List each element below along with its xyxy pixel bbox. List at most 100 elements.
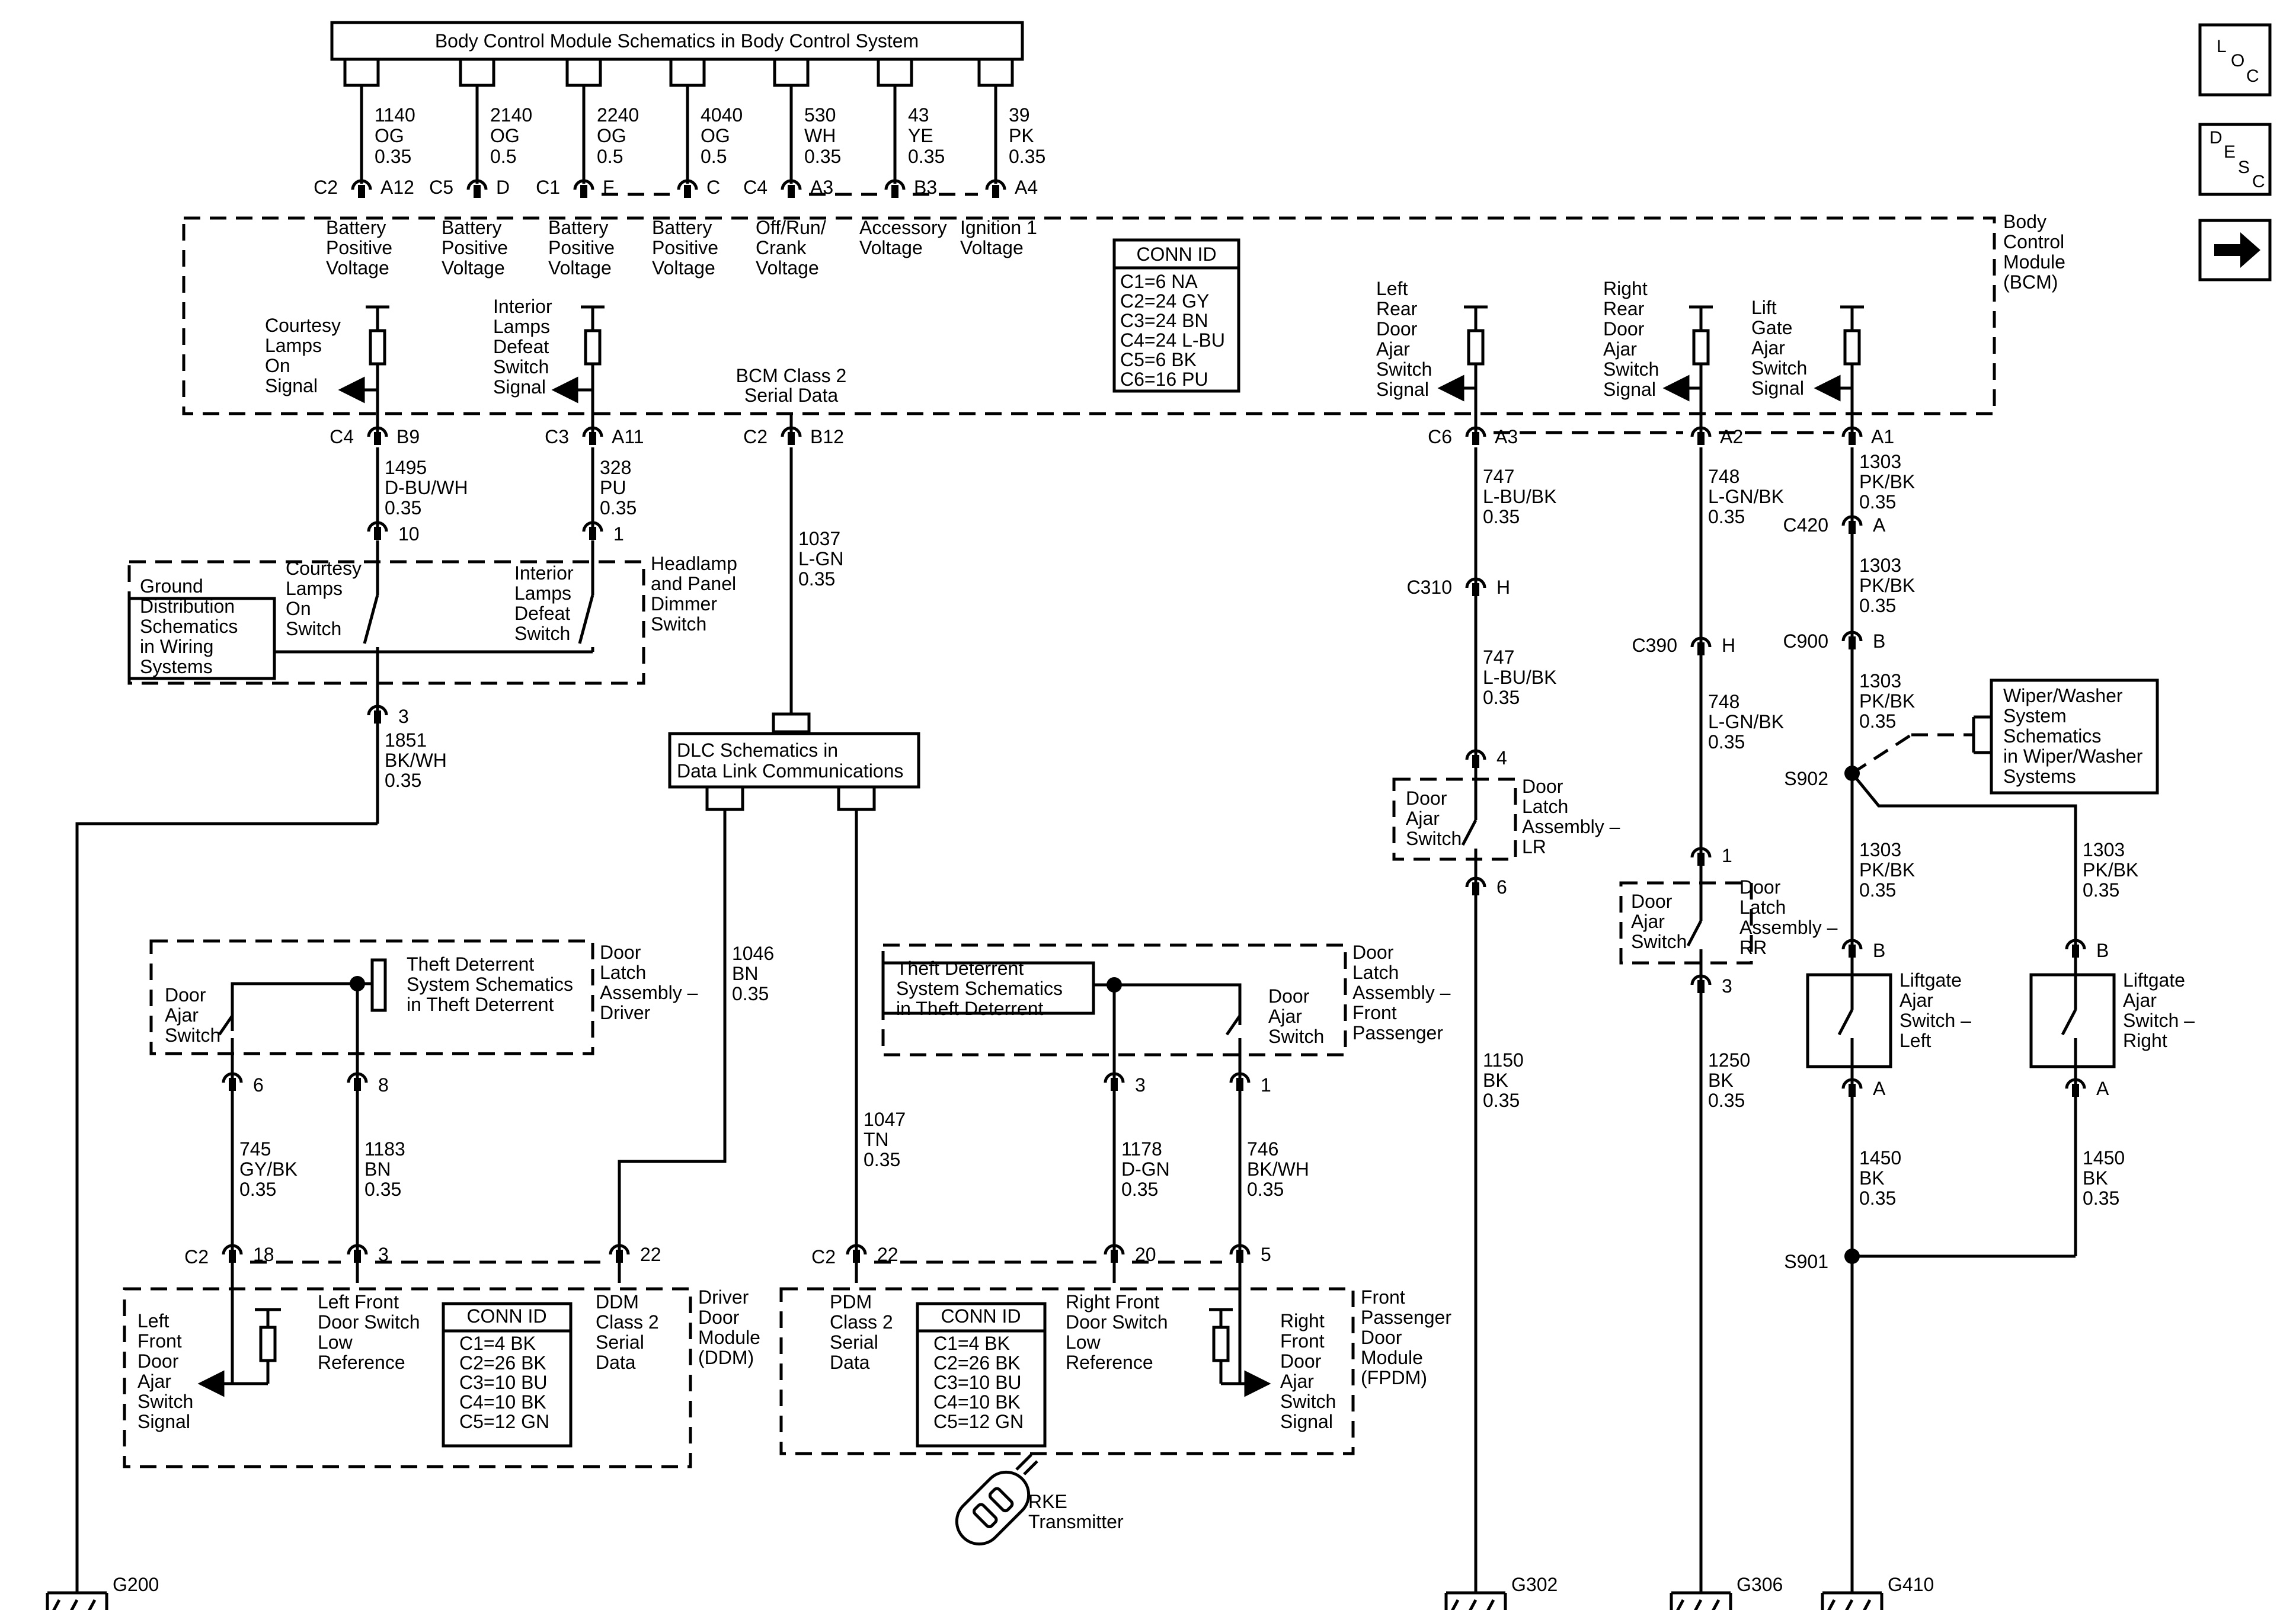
fpdm-rf-signal-label: Ajar	[1280, 1371, 1314, 1392]
fpdm-box	[779, 1287, 1355, 1455]
connector-pin	[1697, 853, 1705, 866]
ddm-conn-id-entry: C5=12 GN	[459, 1411, 549, 1432]
resistor	[369, 329, 386, 366]
pin-id: C	[706, 177, 720, 198]
wire-label: GY/BK	[239, 1158, 298, 1180]
driver-switch-label: Door	[165, 984, 206, 1006]
header-pin-box	[459, 57, 495, 87]
wire-label: 0.35	[2083, 879, 2119, 901]
header-pin-box	[977, 57, 1014, 87]
driver-switch-label: Switch	[165, 1025, 220, 1046]
wiper-ref-label: Wiper/Washer	[2003, 685, 2123, 706]
liftgate-right-switch-box	[2029, 973, 2116, 1068]
fpdm-conn-id-entry: C2=26 BK	[933, 1352, 1021, 1374]
wire-label: BK	[2083, 1167, 2108, 1189]
wire-label: 0.35	[1859, 1188, 1896, 1209]
wire-label: L-GN/BK	[1708, 711, 1784, 732]
bcm-input-function: Off/Run/	[756, 217, 826, 238]
lr-switch-label: Ajar	[1406, 808, 1440, 829]
pin-id: A2	[1720, 426, 1743, 447]
bcm-conn-id-entry: C3=24 BN	[1120, 310, 1208, 331]
wire-label: 0.35	[1859, 595, 1896, 616]
fpdm-name: Module	[1361, 1347, 1423, 1368]
wire-color: PK	[1009, 125, 1034, 146]
rr-latch-name: Door	[1739, 876, 1781, 898]
ground-hatch	[1694, 1599, 1703, 1610]
ground-ref-label: Distribution	[140, 596, 235, 617]
lr-switch-label: Door	[1406, 788, 1447, 809]
pin-id: A11	[612, 426, 644, 447]
theft-ref-bracket	[370, 958, 387, 1012]
wire-label: 747	[1483, 466, 1514, 487]
connector-pin	[374, 432, 381, 445]
bcm-connector-symbol	[781, 179, 802, 190]
bcm-input-function: Voltage	[652, 257, 715, 279]
ddm-name: Module	[698, 1327, 760, 1348]
dlc-pin-box	[837, 785, 876, 811]
connector-pin	[474, 185, 481, 198]
courtesy-signal-label: Signal	[265, 375, 318, 396]
wiper-ref-label: in Wiper/Washer	[2003, 745, 2143, 767]
pin-id: B9	[396, 426, 420, 447]
connector-id: C390	[1632, 635, 1678, 656]
bcm-conn-id-entry: C6=16 PU	[1120, 369, 1208, 390]
header-pin-box	[565, 57, 602, 87]
wire-1303	[1851, 772, 2077, 945]
wire-label: 1178	[1121, 1138, 1162, 1160]
ddm-conn-id-entry: C4=10 BK	[459, 1391, 546, 1413]
interior-signal-label: Signal	[493, 376, 546, 398]
connector-pin	[2072, 945, 2079, 958]
bcm-connector-symbol	[1841, 426, 1863, 437]
loc-letter: L	[2217, 37, 2227, 56]
wire-label: L-BU/BK	[1483, 486, 1556, 507]
rr-latch-name: RR	[1739, 937, 1767, 958]
driver-latch-name: Latch	[600, 962, 646, 983]
connector-symbol	[1690, 636, 1712, 648]
wire-gauge: 0.5	[490, 146, 516, 167]
dlc-pin-box	[772, 712, 811, 734]
liftgate-signal-label: Ajar	[1751, 337, 1785, 359]
wire-label: 0.35	[1708, 506, 1745, 527]
ddm-class2-label: Serial	[596, 1331, 644, 1353]
ddm-low-ref-label: Door Switch	[318, 1311, 420, 1333]
liftgate-signal-label: Signal	[1751, 377, 1804, 399]
pin-id: B	[1873, 630, 1885, 652]
liftgate-left-switch-box	[1806, 973, 1892, 1068]
wire-label: 0.35	[1121, 1179, 1158, 1200]
liftgate-right-name: Right	[2123, 1030, 2167, 1051]
fpdm-rf-signal-label: Right	[1280, 1310, 1325, 1331]
fpdm-name: Front	[1361, 1286, 1405, 1308]
fpdm-rf-signal-label: Signal	[1280, 1411, 1333, 1432]
lr-signal-label: Door	[1376, 318, 1418, 340]
bcm-name: Body	[2003, 211, 2046, 232]
bcm-input-function: Positive	[326, 237, 392, 258]
bcm-box	[182, 216, 1996, 415]
ddm-low-ref-label: Reference	[318, 1352, 405, 1373]
bcm-input-function: Positive	[442, 237, 508, 258]
pin-id: F	[603, 177, 615, 198]
connector-pin	[1849, 432, 1856, 445]
connector-pin	[589, 432, 596, 445]
pass-switch-blade	[1225, 1014, 1242, 1036]
pin-id: B12	[810, 426, 844, 447]
wire-label: 1851	[385, 729, 427, 751]
ground-hatch	[52, 1599, 61, 1610]
desc-letter: E	[2224, 142, 2236, 162]
wire-color: OG	[490, 125, 520, 146]
rr-switch-label: Ajar	[1631, 911, 1665, 932]
courtesy-switch-label: Lamps	[286, 578, 343, 599]
pin-id: A	[1873, 1078, 1886, 1099]
ground-hatch	[1712, 1599, 1721, 1610]
ddm-conn-id-entry: C3=10 BU	[459, 1372, 548, 1393]
wire-label: 1303	[1859, 451, 1901, 472]
wire	[231, 982, 372, 1031]
ddm-conn-id-box	[442, 1302, 573, 1448]
pass-theft-ref: in Theft Deterrent	[896, 998, 1044, 1019]
wire-number: 530	[804, 104, 836, 126]
driver-latch-name: Door	[600, 942, 641, 963]
bcm-connector-symbol	[1690, 426, 1712, 437]
bcm-name: (BCM)	[2003, 271, 2058, 293]
fpdm-low-ref-label: Reference	[1066, 1352, 1153, 1373]
interior-switch-label: Lamps	[514, 582, 571, 604]
rke-label: Transmitter	[1028, 1511, 1124, 1532]
